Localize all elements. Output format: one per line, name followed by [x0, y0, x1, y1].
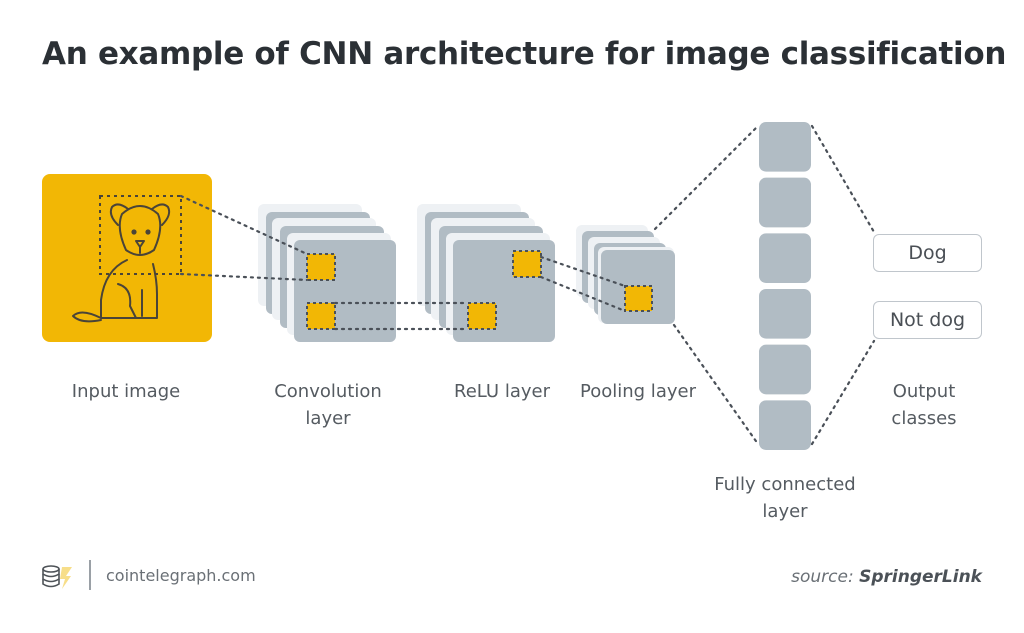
receptive-field-box	[99, 195, 182, 275]
input-image-label: Input image	[58, 378, 194, 405]
input-image	[42, 174, 212, 342]
convolution-layer	[258, 204, 396, 342]
diagram-title: An example of CNN architecture for image…	[42, 36, 1007, 72]
output-class-not-dog: Not dog	[873, 301, 982, 339]
site-link[interactable]: cointelegraph.com	[106, 566, 256, 585]
fc-node	[759, 344, 811, 395]
label-line-2: classes	[891, 408, 957, 429]
dog-icon	[72, 203, 171, 323]
connector-line	[672, 323, 760, 446]
label-line-1: Output	[892, 381, 956, 402]
connector-line	[179, 272, 309, 282]
label-line-1: Convolution	[274, 381, 382, 402]
relu-layer-label: ReLU layer	[440, 378, 564, 405]
label-line-2: layer	[762, 501, 808, 522]
label-text: Pooling layer	[580, 381, 696, 402]
fc-node	[759, 233, 811, 283]
connector-line	[653, 124, 760, 231]
footer-divider	[89, 560, 91, 590]
connector-line	[539, 255, 627, 288]
fc-node	[759, 122, 811, 172]
label-text: ReLU layer	[454, 381, 550, 402]
conv-feature-patch	[306, 253, 336, 281]
convolution-layer-label: Convolution layer	[258, 378, 398, 432]
output-class-dog: Dog	[873, 234, 982, 272]
connection-lines	[179, 124, 876, 446]
fully-connected-label: Fully connected layer	[700, 471, 870, 525]
relu-layer	[417, 204, 555, 342]
pooling-layer	[576, 225, 675, 324]
fc-node	[759, 400, 811, 450]
connector-line	[179, 194, 309, 256]
fc-node	[759, 289, 811, 339]
source-credit: source: SpringerLink	[791, 567, 982, 587]
source-prefix: source:	[791, 567, 854, 587]
fully-connected-layer	[759, 122, 811, 450]
output-classes-label: Output classes	[872, 378, 976, 432]
input-image-background	[42, 174, 212, 342]
source-name: SpringerLink	[859, 567, 982, 587]
relu-feature-patch	[467, 302, 497, 330]
pooled-feature-patch	[624, 285, 653, 312]
label-line-1: Fully connected	[714, 474, 856, 495]
connector-line	[810, 124, 876, 234]
conv-feature-patch	[306, 302, 336, 330]
pooling-layer-label: Pooling layer	[572, 378, 704, 405]
relu-feature-patch	[512, 250, 542, 278]
fc-node	[759, 177, 811, 228]
label-text: Input image	[71, 381, 181, 402]
connector-line	[810, 339, 876, 446]
connector-line	[539, 275, 627, 313]
coin-stack-icon	[42, 565, 72, 589]
label-line-2: layer	[305, 408, 351, 429]
